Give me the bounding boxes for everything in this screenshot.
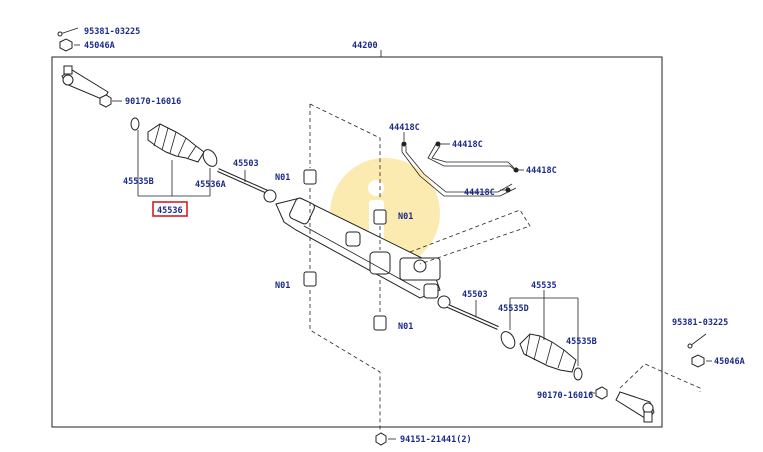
mount-bushing-a-icon	[303, 169, 317, 185]
label-clamp-right-large[interactable]: 45535D	[498, 304, 529, 314]
steering-boot-right-icon	[519, 333, 577, 373]
label-boot-right[interactable]: 45535	[531, 281, 557, 291]
steering-boot-left-icon	[147, 123, 205, 163]
castle-nut-icon	[59, 38, 73, 52]
label-bolt-bottom[interactable]: 94151-21441(2)	[400, 435, 472, 445]
label-line-c[interactable]: 44418C	[526, 166, 557, 176]
label-nut-left-tierod[interactable]: 90170-16016	[125, 97, 181, 107]
label-nut-right[interactable]: 45046A	[714, 357, 745, 367]
label-no1-b[interactable]: N01	[398, 212, 413, 222]
mount-bushing-b-icon	[373, 209, 387, 225]
lock-nut-left-icon	[99, 94, 112, 108]
hydraulic-lines-icon	[401, 141, 519, 197]
rack-housing-icon	[275, 197, 441, 299]
label-line-d[interactable]: 44418C	[464, 188, 495, 198]
large-clamp-left-icon	[202, 149, 218, 167]
label-tierod-right[interactable]: 45503	[462, 290, 488, 300]
inner-tie-rod-right-icon	[437, 295, 499, 330]
label-boot-left[interactable]: 45536	[157, 206, 183, 216]
tie-rod-end-left-icon	[61, 65, 109, 101]
bolt-bottom-icon	[375, 432, 387, 446]
label-cotter-right[interactable]: 95381-03225	[672, 318, 728, 328]
label-clamp-right-small[interactable]: 45535B	[566, 337, 597, 347]
label-nut-top[interactable]: 45046A	[84, 41, 115, 51]
mount-bushing-d-icon	[373, 315, 387, 331]
cotter-pin-right-icon	[687, 333, 707, 349]
label-tierod-left[interactable]: 45503	[233, 159, 259, 169]
assembly-number-label[interactable]: 44200	[352, 41, 378, 51]
mount-bushing-c-icon	[303, 271, 317, 287]
label-no1-c[interactable]: N01	[275, 281, 290, 291]
cotter-pin-icon	[57, 27, 79, 37]
label-no1-d[interactable]: N01	[398, 322, 413, 332]
highlight-box-boot-left	[152, 201, 188, 217]
label-line-a[interactable]: 44418C	[389, 123, 420, 133]
label-cotter-top[interactable]: 95381-03225	[84, 27, 140, 37]
inner-tie-rod-left-icon	[217, 168, 277, 203]
castle-nut-right-icon	[691, 354, 705, 368]
label-no1-a[interactable]: N01	[275, 173, 290, 183]
lock-nut-right-icon	[595, 386, 608, 400]
tie-rod-end-right-icon	[615, 391, 655, 423]
small-clamp-left-icon	[130, 117, 140, 131]
large-clamp-right-icon	[500, 331, 516, 349]
label-clamp-left-small[interactable]: 45535B	[123, 177, 154, 187]
small-clamp-right-icon	[573, 367, 583, 381]
label-clamp-left-large[interactable]: 45536A	[195, 180, 226, 190]
assembly-frame	[51, 56, 663, 428]
label-line-b[interactable]: 44418C	[452, 140, 483, 150]
label-nut-right-tierod[interactable]: 90170-16016	[537, 391, 593, 401]
